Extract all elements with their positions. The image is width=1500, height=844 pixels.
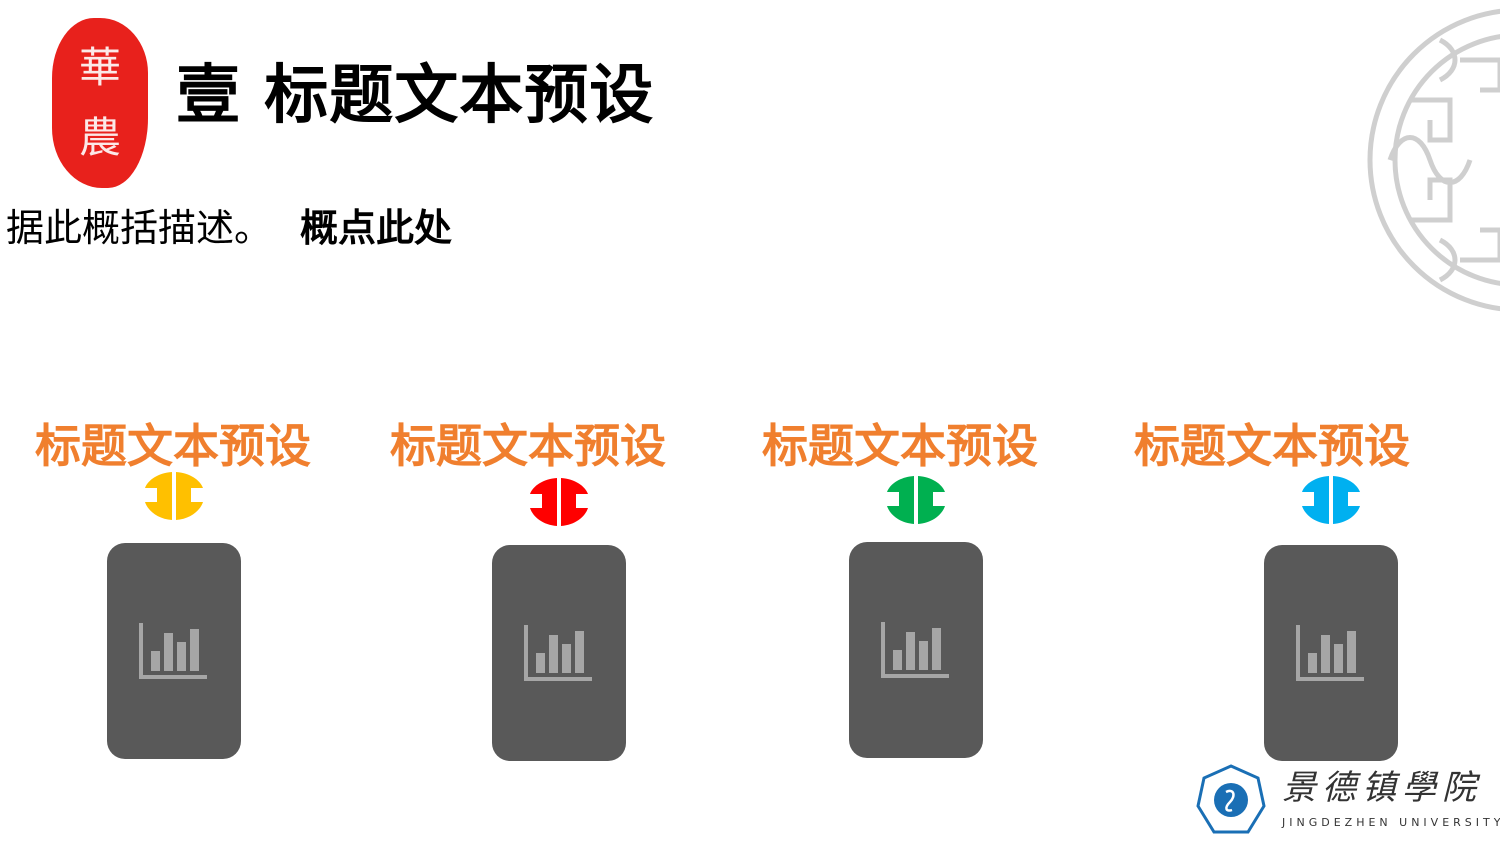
university-name-cn: 景德镇學院 — [1282, 768, 1482, 808]
column-card[interactable] — [107, 543, 241, 759]
column-title: 标题文本预设 — [35, 419, 311, 473]
page-title: 壹 标题文本预设 — [176, 59, 655, 133]
description-overlay-text: 概点此处 — [300, 206, 453, 250]
column-title: 标题文本预设 — [762, 419, 1038, 473]
column-badge-icon — [887, 476, 945, 524]
university-emblem-icon — [1196, 764, 1266, 834]
seal-char: 華 — [78, 43, 121, 92]
university-name-en: JINGDEZHEN UNIVERSITY — [1282, 816, 1500, 829]
seal-char: 農 — [78, 113, 121, 162]
bar-chart-icon — [524, 625, 592, 681]
column-card[interactable] — [849, 542, 983, 758]
bar-chart-icon — [139, 623, 207, 679]
column-badge-icon — [145, 472, 203, 520]
column-badge-icon — [1302, 476, 1360, 524]
column-card[interactable] — [492, 545, 626, 761]
bar-chart-icon — [881, 622, 949, 678]
column-badge-icon — [530, 478, 588, 526]
column-card[interactable] — [1264, 545, 1398, 761]
description-text: 据此概括描述。 — [6, 206, 273, 250]
bar-chart-icon — [1296, 625, 1364, 681]
column-title: 标题文本预设 — [390, 419, 666, 473]
column-title: 标题文本预设 — [1134, 419, 1410, 473]
decorative-pattern-icon — [1367, 8, 1500, 312]
seal-logo: 華 農 — [52, 18, 148, 188]
university-logo: 景德镇學院 JINGDEZHEN UNIVERSITY — [1196, 764, 1500, 840]
